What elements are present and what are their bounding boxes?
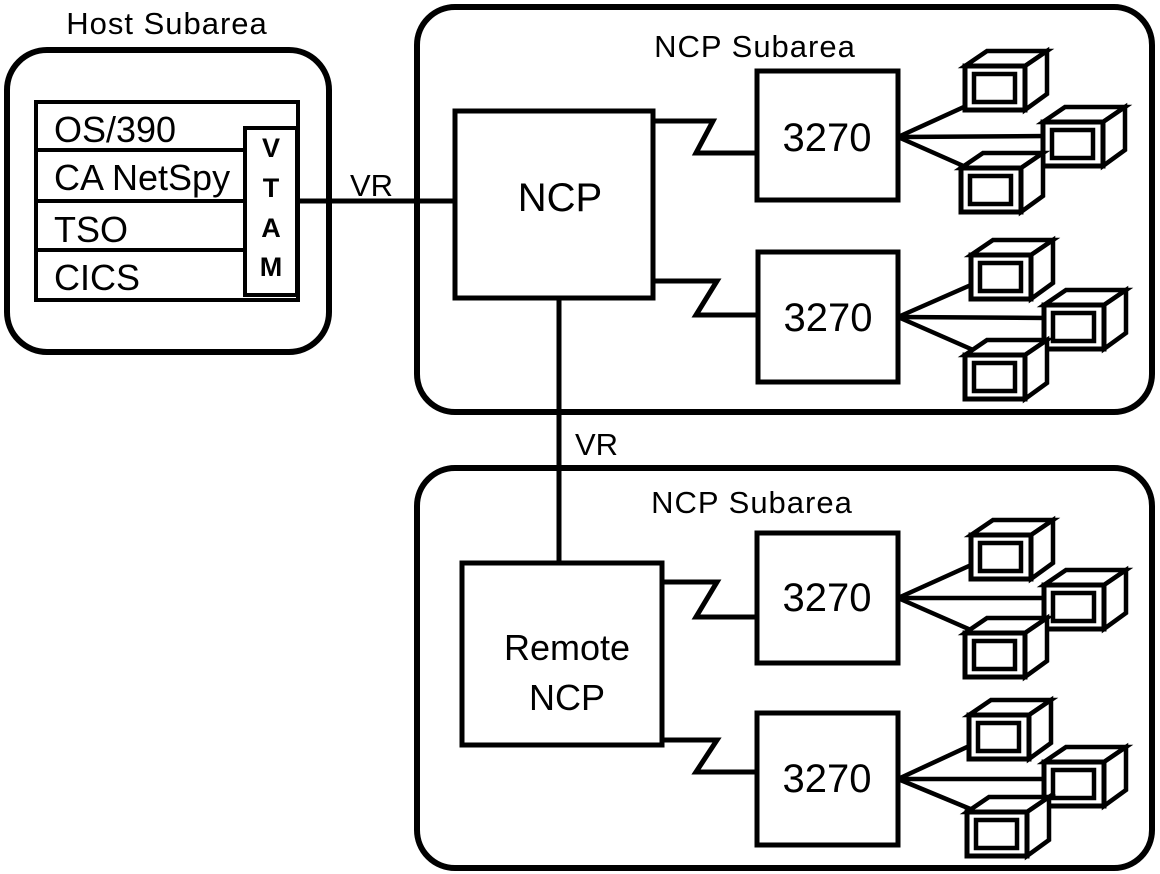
ncp-subarea-top-border bbox=[414, 4, 1155, 415]
ncp-subarea-bottom: NCP Subarea Remote NCP 3270 3270 bbox=[414, 465, 1155, 871]
vtam-letter-t: T bbox=[263, 173, 280, 203]
remote-ncp-label-line1: Remote bbox=[504, 627, 630, 668]
host-subarea-title: Host Subarea bbox=[66, 6, 268, 41]
terminal-cluster-1 bbox=[961, 51, 1125, 212]
host-subarea: Host Subarea OS/390 CA NetSpy TSO CICS V… bbox=[4, 6, 332, 355]
vtam-letter-v: V bbox=[262, 133, 280, 163]
crt-terminal-icon bbox=[971, 520, 1053, 579]
terminal-line bbox=[897, 738, 981, 782]
crt-terminal-icon bbox=[1044, 290, 1126, 349]
vtam-box: V T A M bbox=[243, 126, 299, 297]
crt-terminal-icon bbox=[969, 700, 1051, 759]
ncp-box bbox=[452, 108, 656, 301]
terminal-line bbox=[897, 595, 981, 637]
crt-terminal-icon bbox=[971, 240, 1053, 299]
crt-terminal-icon bbox=[965, 618, 1047, 677]
route-links bbox=[297, 198, 562, 563]
host-subarea-border bbox=[4, 47, 332, 355]
controller-3270-box-4 bbox=[754, 710, 901, 848]
controller-3270-label-4: 3270 bbox=[783, 757, 872, 801]
ncp-subarea-top: NCP Subarea NCP 3270 3270 bbox=[414, 4, 1155, 415]
layer-label-os390: OS/390 bbox=[54, 109, 176, 150]
terminal-line bbox=[897, 314, 1051, 321]
terminal-line bbox=[897, 278, 981, 320]
terminal-line bbox=[897, 558, 981, 601]
terminal-line bbox=[897, 133, 1049, 140]
layer-label-ca-netspy: CA NetSpy bbox=[54, 157, 230, 198]
terminal-line bbox=[897, 314, 981, 356]
crt-terminal-icon bbox=[965, 51, 1047, 110]
controller-3270-box-2 bbox=[755, 249, 901, 385]
remote-ncp-box bbox=[459, 560, 665, 748]
ncp-subarea-bottom-title: NCP Subarea bbox=[651, 485, 853, 520]
crt-terminal-icon bbox=[1043, 107, 1125, 166]
terminal-fan-lines-4 bbox=[897, 738, 1050, 816]
crt-terminal-icon bbox=[961, 153, 1043, 212]
crt-terminal-icon bbox=[965, 340, 1047, 399]
remote-ncp-label-line2: NCP bbox=[529, 677, 605, 718]
controller-3270-label-3: 3270 bbox=[783, 576, 872, 620]
vr-label-vertical: VR bbox=[575, 427, 618, 462]
layer-label-cics: CICS bbox=[54, 257, 140, 298]
layer-label-tso: TSO bbox=[54, 209, 128, 250]
zigzag-link-ncp-to-3270-1 bbox=[653, 118, 759, 156]
controller-3270-label-2: 3270 bbox=[784, 296, 873, 340]
crt-terminal-icon bbox=[1044, 747, 1126, 806]
terminal-fan-lines-3 bbox=[897, 558, 1050, 637]
ncp-subarea-top-title: NCP Subarea bbox=[654, 29, 856, 64]
terminal-fan-lines-2 bbox=[897, 278, 1051, 356]
controller-3270-label-1: 3270 bbox=[783, 116, 872, 160]
ncp-subarea-bottom-border bbox=[414, 465, 1155, 871]
ncp-box-label: NCP bbox=[518, 176, 602, 220]
crt-terminal-icon bbox=[1044, 570, 1126, 629]
controller-3270-box-3 bbox=[754, 530, 901, 666]
zigzag-link-remote-ncp-to-3270-1 bbox=[662, 579, 759, 620]
vtam-box-border bbox=[243, 126, 299, 297]
controller-3270-box-1 bbox=[754, 68, 901, 203]
vtam-letter-m: M bbox=[260, 252, 283, 282]
crt-terminal-icon bbox=[967, 797, 1049, 856]
terminal-line bbox=[897, 776, 981, 816]
zigzag-link-remote-ncp-to-3270-2 bbox=[662, 737, 759, 775]
vtam-letter-a: A bbox=[261, 213, 281, 243]
zigzag-link-ncp-to-3270-2 bbox=[653, 278, 760, 318]
vr-label-horizontal: VR bbox=[350, 168, 393, 203]
